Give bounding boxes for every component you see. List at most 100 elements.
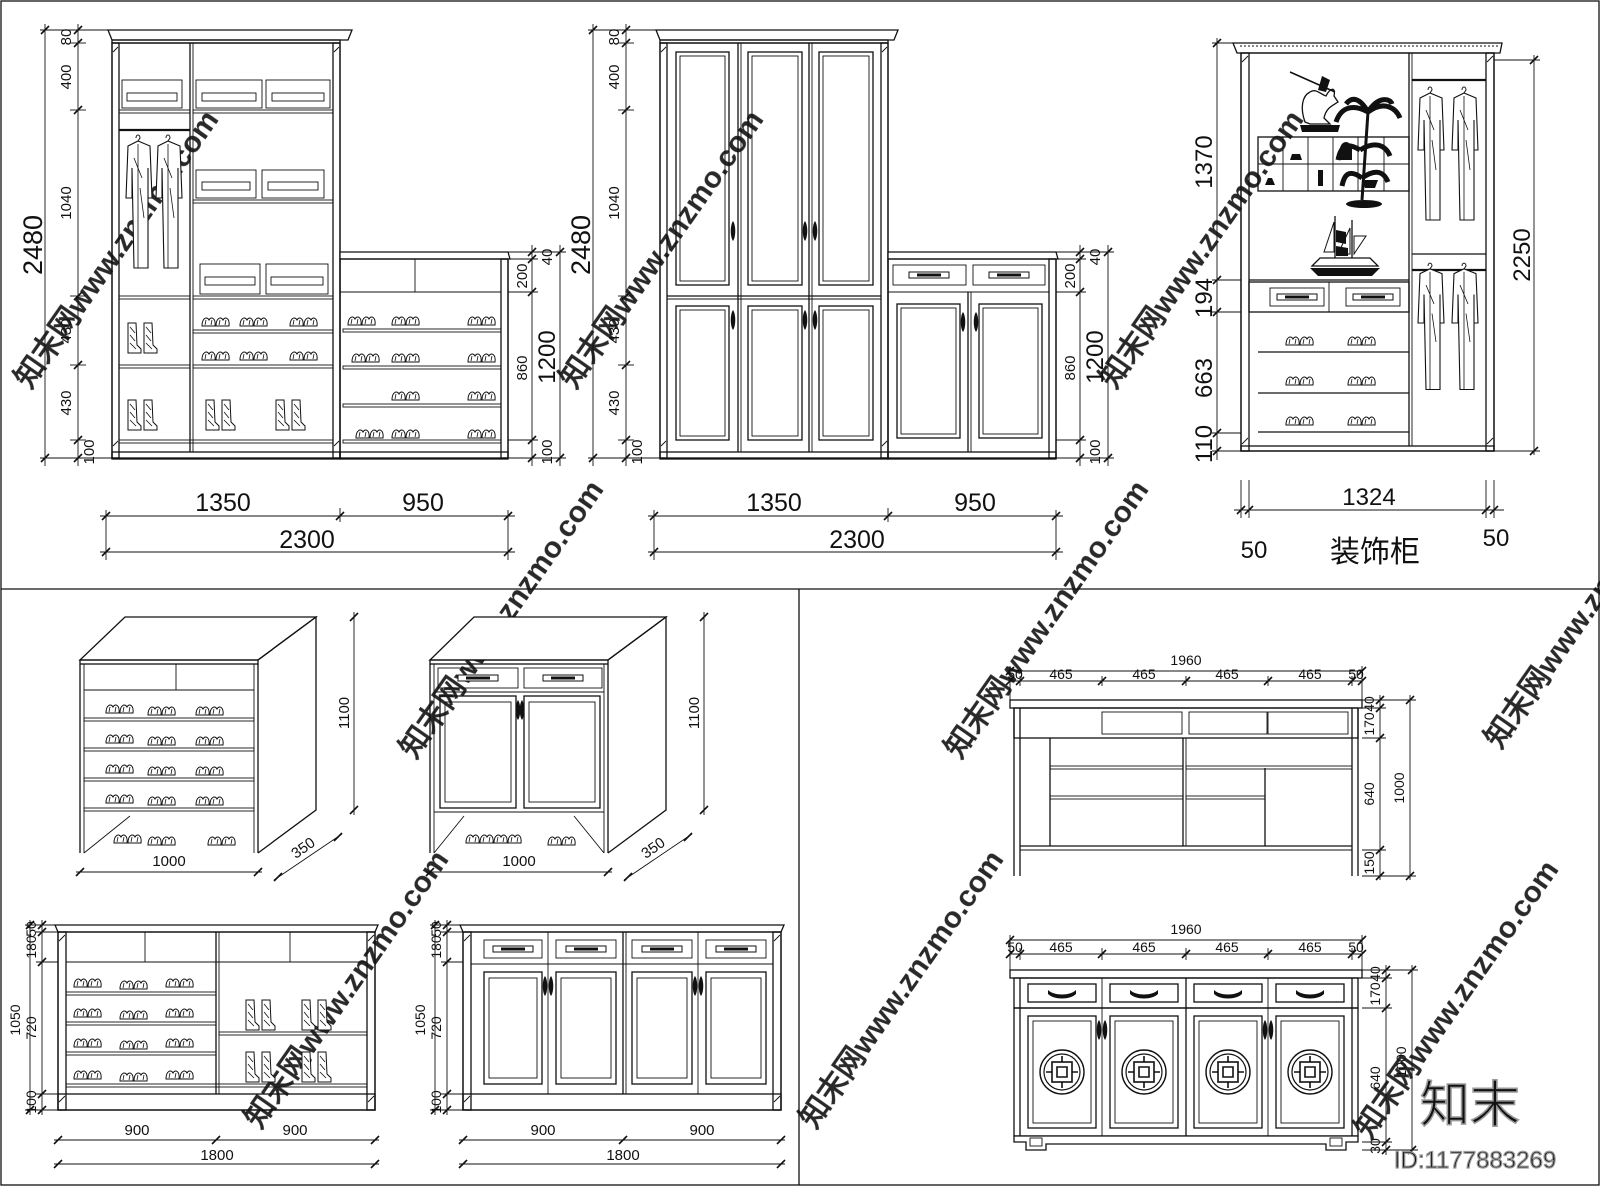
decorative-cabinet-dimensions: 1370 194 663 110 2250 1324 50 50 装饰柜 xyxy=(1191,38,1540,569)
tl-h-1: 400 xyxy=(58,64,75,89)
iso-open-height: 1100 xyxy=(336,697,353,729)
tm-h-4: 430 xyxy=(606,390,623,415)
iso-closed-height: 1100 xyxy=(686,697,703,729)
tl-h-4: 430 xyxy=(58,390,75,415)
sb1-seg-2: 465 xyxy=(1132,666,1156,682)
sb1-seg-0: 50 xyxy=(1007,666,1023,682)
bottom-closed-dimensions: 1050 50 180 720 100 900 900 1800 xyxy=(412,920,786,1169)
sideboard-open-dimensions: 1960 50 465 465 465 465 50 40 170 640 15… xyxy=(1005,652,1416,881)
sb2-h-0: 40 xyxy=(1367,966,1383,982)
bc-w-1: 900 xyxy=(689,1122,714,1139)
sb1-total-height: 1000 xyxy=(1391,772,1407,803)
bc-w-0: 900 xyxy=(530,1122,555,1139)
sb2-h-3: 30 xyxy=(1367,1138,1383,1154)
sb1-seg-3: 465 xyxy=(1215,666,1239,682)
tl-r-0: 40 xyxy=(539,249,556,266)
horse-sculpture-icon xyxy=(1289,71,1340,132)
sb1-h-1: 170 xyxy=(1361,712,1377,736)
sb1-h-3: 150 xyxy=(1361,851,1377,875)
dc-h-0: 1370 xyxy=(1191,135,1218,188)
dc-total-height: 2250 xyxy=(1509,228,1536,281)
tl-h-2: 1040 xyxy=(58,186,75,219)
bl-h-3: 100 xyxy=(23,1090,39,1114)
bc-h-2: 720 xyxy=(428,1016,444,1040)
iso-open-depth: 350 xyxy=(288,834,318,862)
watermark-7: 知末网www.znzmo.com xyxy=(794,844,1011,1134)
tm-h-2: 1040 xyxy=(606,186,623,219)
bl-h-2: 720 xyxy=(23,1016,39,1040)
bl-h-0: 50 xyxy=(23,921,39,937)
dc-caption: 装饰柜 xyxy=(1330,536,1420,569)
tl-r-3: 100 xyxy=(539,439,556,464)
top-left-dimensions: 2480 80 400 1040 430 430 100 40 200 860 … xyxy=(18,24,566,560)
tl-h-5: 100 xyxy=(81,439,98,464)
bl-w-0: 900 xyxy=(124,1122,149,1139)
ship-model-icon xyxy=(1310,216,1380,276)
tl-r-total: 1200 xyxy=(534,330,561,383)
tl-r-1: 200 xyxy=(514,263,531,288)
bc-h-3: 100 xyxy=(428,1090,444,1114)
palm-plant-icon xyxy=(1333,96,1403,208)
sb2-seg-0: 50 xyxy=(1007,939,1023,955)
sb2-h-1: 170 xyxy=(1367,982,1383,1006)
bl-h-1: 180 xyxy=(23,935,39,959)
tm-r-1: 200 xyxy=(1062,263,1079,288)
decorative-cabinet xyxy=(1232,42,1503,452)
medallion-icon-3 xyxy=(1205,1049,1251,1095)
bl-total-height: 1050 xyxy=(7,1004,23,1035)
tl-h-3: 430 xyxy=(58,318,75,343)
bottom-left-open-cabinet xyxy=(54,924,379,1111)
sb2-seg-3: 465 xyxy=(1215,939,1239,955)
medallion-icon-4 xyxy=(1287,1049,1333,1095)
tm-h-1: 400 xyxy=(606,64,623,89)
bc-h-0: 50 xyxy=(428,921,444,937)
sb1-seg-5: 50 xyxy=(1348,666,1364,682)
sb2-seg-5: 50 xyxy=(1348,939,1364,955)
logo-text: 知末 xyxy=(1420,1077,1520,1133)
top-middle-elevation xyxy=(655,29,1059,460)
tm-r-total: 1200 xyxy=(1082,330,1109,383)
sideboard-chinese xyxy=(1009,969,1363,1151)
bc-total-width: 1800 xyxy=(606,1147,639,1164)
tl-w-1: 950 xyxy=(402,489,444,517)
watermark-5: 知末网www.znzmo.com xyxy=(939,474,1156,764)
tl-h-0: 80 xyxy=(58,29,75,46)
sb2-seg-4: 465 xyxy=(1298,939,1322,955)
sb2-total-width: 1960 xyxy=(1170,921,1201,937)
sideboard-open xyxy=(1009,699,1363,876)
sb1-h-0: 40 xyxy=(1361,696,1377,712)
medallion-icon-2 xyxy=(1121,1049,1167,1095)
bottom-left-open-dimensions: 1050 50 180 720 100 900 900 1800 xyxy=(7,920,380,1169)
watermark-6: 知末网www.znzmo.com xyxy=(239,844,456,1134)
tm-total-width: 2300 xyxy=(829,526,885,554)
tm-h-5: 100 xyxy=(629,439,646,464)
tl-total-height: 2480 xyxy=(18,215,48,275)
tl-total-width: 2300 xyxy=(279,526,335,554)
sb2-total-height: 1000 xyxy=(1393,1046,1409,1077)
top-left-elevation xyxy=(107,29,511,460)
top-middle-dimensions: 2480 80 400 1040 430 430 100 40 200 860 … xyxy=(566,24,1114,560)
sb1-h-2: 640 xyxy=(1361,782,1377,806)
tm-r-0: 40 xyxy=(1087,249,1104,266)
sb1-seg-1: 465 xyxy=(1049,666,1073,682)
dc-side-right: 50 xyxy=(1483,525,1510,552)
sb2-seg-1: 465 xyxy=(1049,939,1073,955)
tl-w-0: 1350 xyxy=(195,489,251,517)
iso-closed-depth: 350 xyxy=(638,834,668,862)
sb1-seg-4: 465 xyxy=(1298,666,1322,682)
dc-width: 1324 xyxy=(1342,484,1395,511)
medallion-icon-1 xyxy=(1039,1049,1085,1095)
site-logo: 知末 ID:1177883269 xyxy=(1393,1076,1557,1174)
tm-r-3: 100 xyxy=(1087,439,1104,464)
sb2-h-2: 640 xyxy=(1367,1066,1383,1090)
iso-closed-width: 1000 xyxy=(502,853,535,870)
tm-h-0: 80 xyxy=(606,29,623,46)
tm-total-height: 2480 xyxy=(566,215,596,275)
iso-open-width: 1000 xyxy=(152,853,185,870)
dc-h-3: 110 xyxy=(1191,425,1218,463)
bl-total-width: 1800 xyxy=(200,1147,233,1164)
iso-open-shoe-cabinet xyxy=(78,615,318,854)
dc-h-2: 663 xyxy=(1191,358,1218,398)
